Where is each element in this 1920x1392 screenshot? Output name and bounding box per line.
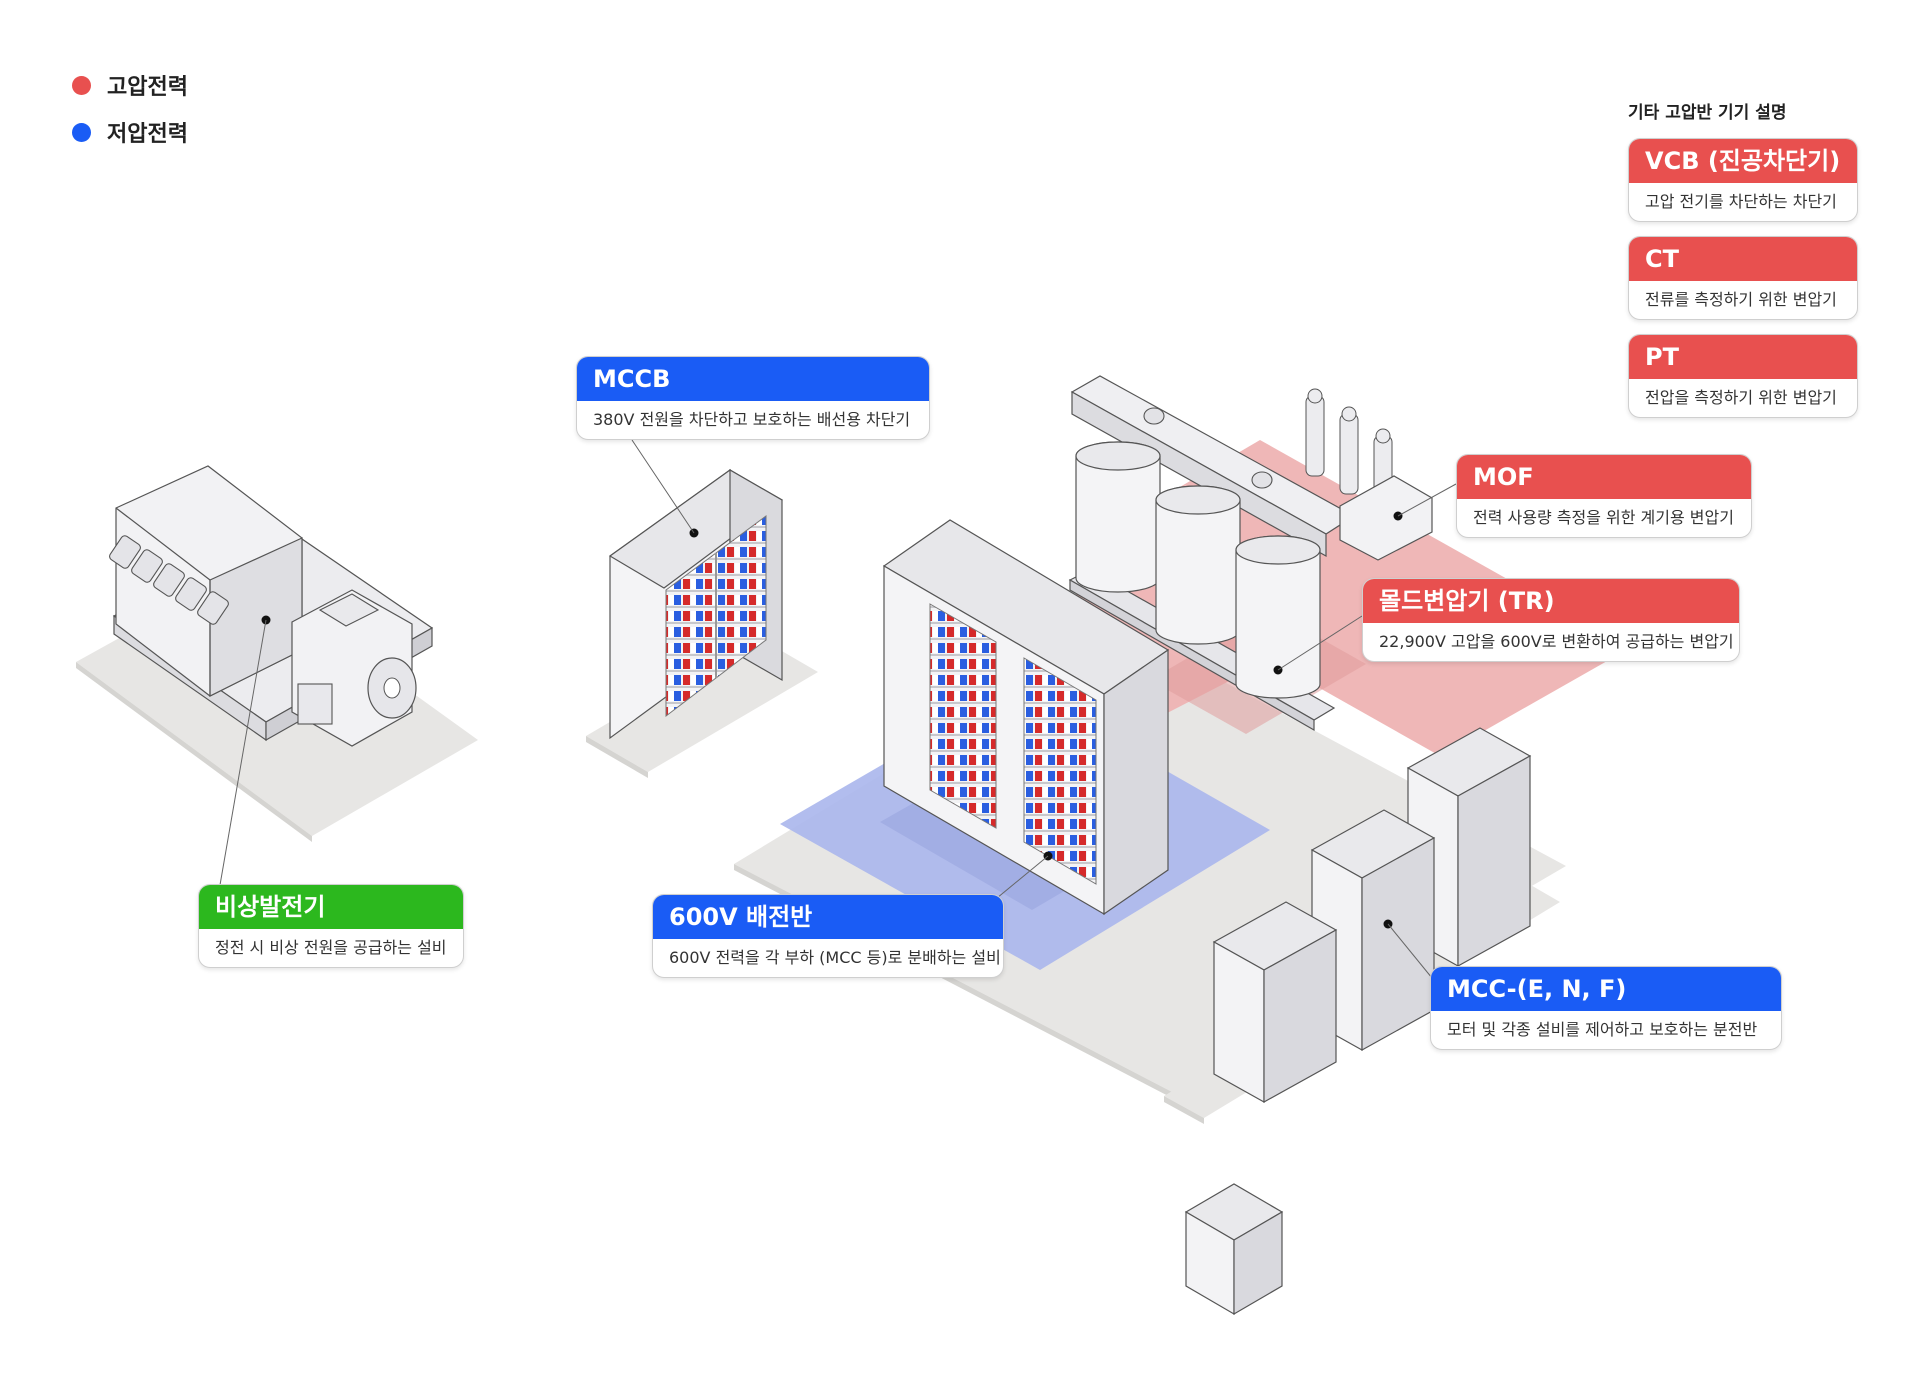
info-panel-title: 기타 고압반 기기 설명 [1628, 103, 1787, 123]
legend-item-low-voltage: 저압전력 [72, 119, 188, 147]
callout-mof: MOF 전력 사용량 측정을 위한 계기용 변압기 [1456, 454, 1752, 538]
info-card-name: CT [1629, 237, 1857, 281]
callout-desc: 정전 시 비상 전원을 공급하는 설비 [215, 938, 447, 957]
mcc-leader-line [1387, 923, 1433, 979]
mof-leader-line [1397, 483, 1457, 517]
info-card-vcb: VCB (진공차단기) 고압 전기를 차단하는 차단기 [1628, 138, 1858, 222]
info-card-name: VCB (진공차단기) [1629, 139, 1857, 183]
callout-name: MOF [1457, 455, 1751, 499]
mccb-floor-pad [586, 636, 818, 772]
generator-cylinders [109, 535, 229, 625]
callout-name: MCC-(E, N, F) [1431, 967, 1781, 1011]
callout-desc: 모터 및 각종 설비를 제어하고 보호하는 분전반 [1447, 1020, 1758, 1039]
callout-desc: 전력 사용량 측정을 위한 계기용 변압기 [1473, 508, 1734, 527]
callout-desc: 600V 전력을 각 부하 (MCC 등)로 분배하는 설비 [669, 948, 1001, 967]
callout-name: 600V 배전반 [653, 895, 1003, 939]
mcc-area [1164, 727, 1560, 1124]
info-card-pt: PT 전압을 측정하기 위한 변압기 [1628, 334, 1858, 418]
transformer-coils [1075, 441, 1321, 699]
callout-desc: 22,900V 고압을 600V로 변환하여 공급하는 변압기 [1379, 632, 1734, 651]
tr-leader-line [1277, 615, 1363, 671]
callout-name: 몰드변압기 (TR) [1363, 579, 1739, 623]
generator-area [76, 465, 478, 886]
legend-label: 저압전력 [107, 122, 188, 147]
legend-item-high-voltage: 고압전력 [72, 72, 188, 100]
info-card-name: PT [1629, 335, 1857, 379]
mccb-area [586, 439, 818, 778]
mccb-leader-line [631, 439, 695, 534]
generator-leader-line [219, 619, 267, 886]
callout-name: MCCB [577, 357, 929, 401]
callout-panel600: 600V 배전반 600V 전력을 각 부하 (MCC 등)로 분배하는 설비 [652, 894, 1004, 978]
power-legend: 고압전력 저압전력 [72, 72, 188, 166]
info-card-ct: CT 전류를 측정하기 위한 변압기 [1628, 236, 1858, 320]
low-voltage-dot-icon [72, 122, 91, 142]
legend-label: 고압전력 [107, 75, 188, 100]
small-enclosure [1184, 1183, 1284, 1316]
panel600-breaker-rows-left [929, 603, 997, 829]
callout-name: 비상발전기 [199, 885, 463, 929]
info-card-desc: 전류를 측정하기 위한 변압기 [1645, 290, 1837, 309]
callout-desc: 380V 전원을 차단하고 보호하는 배선용 차단기 [593, 410, 911, 429]
callout-mcc: MCC-(E, N, F) 모터 및 각종 설비를 제어하고 보호하는 분전반 [1430, 966, 1782, 1050]
callout-transformer: 몰드변압기 (TR) 22,900V 고압을 600V로 변환하여 공급하는 변… [1362, 578, 1740, 662]
info-card-desc: 전압을 측정하기 위한 변압기 [1645, 388, 1837, 407]
high-voltage-dot-icon [72, 75, 91, 95]
callout-mccb: MCCB 380V 전원을 차단하고 보호하는 배선용 차단기 [576, 356, 930, 440]
panel600-cabinet [882, 519, 1170, 916]
transformer-assembly [1068, 375, 1457, 732]
mof-box [1339, 475, 1433, 561]
callout-generator: 비상발전기 정전 시 비상 전원을 공급하는 설비 [198, 884, 464, 968]
info-card-desc: 고압 전기를 차단하는 차단기 [1645, 192, 1837, 211]
panel600-breaker-rows-right [1023, 657, 1097, 885]
